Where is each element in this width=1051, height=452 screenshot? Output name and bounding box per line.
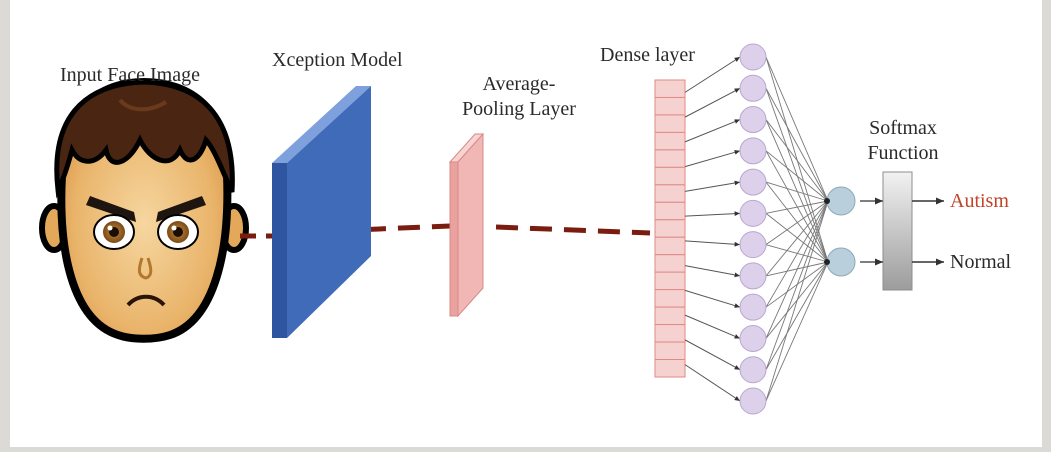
hidden-node (739, 43, 767, 71)
connection-line (765, 200, 829, 277)
connection-line (765, 213, 829, 263)
dense-to-hidden-connections (684, 56, 741, 402)
connection-line (684, 180, 741, 192)
connection-line (765, 56, 829, 202)
input-face-label: Input Face Image (60, 64, 200, 86)
output-label-normal: Normal (950, 251, 1012, 273)
output-node (826, 247, 856, 277)
dense-cell (654, 219, 686, 238)
dense-cell (654, 271, 686, 291)
hidden-node (739, 262, 767, 290)
connection-line (765, 261, 829, 402)
hidden-to-output-connections (765, 56, 829, 402)
dense-cell (654, 131, 686, 151)
softmax-block (860, 171, 944, 291)
pooling-block (448, 132, 485, 318)
hidden-node (739, 168, 767, 196)
connection-line (765, 181, 829, 202)
connection-line (684, 339, 741, 371)
connection-line (765, 150, 829, 263)
hidden-node-column (739, 43, 767, 415)
connection-line (765, 200, 829, 370)
output-label-autism: Autism (950, 190, 1009, 212)
face-icon (39, 77, 249, 343)
xception-block (272, 86, 371, 338)
connection-line (765, 200, 829, 308)
dense-cell (654, 149, 686, 168)
connection-line (684, 87, 741, 118)
hidden-node (739, 387, 767, 415)
output-node (826, 186, 856, 216)
connection-line (765, 200, 829, 214)
connection-line (765, 150, 829, 202)
connection-line (684, 314, 741, 339)
dense-cell (654, 341, 686, 361)
connection-line (765, 181, 829, 263)
dense-cell (654, 306, 686, 326)
xception-label: Xception Model (272, 49, 403, 71)
output-node-input-dot (824, 259, 830, 265)
dense-cell (654, 359, 686, 378)
dense-cell (654, 166, 686, 186)
output-node-column (824, 186, 856, 277)
connection-line (684, 240, 741, 247)
dense-cell (654, 289, 686, 308)
hidden-node (739, 324, 767, 352)
connection-line (684, 211, 741, 217)
connection-line (684, 265, 741, 278)
hidden-node (739, 137, 767, 165)
diagram-canvas: Input Face Image Xception Model Average-… (10, 0, 1042, 447)
hidden-node (739, 199, 767, 227)
dense-layer-block (654, 79, 686, 378)
dense-cell (654, 254, 686, 273)
connection-line (765, 200, 829, 402)
connection-line (684, 119, 741, 143)
connection-line (684, 289, 741, 308)
connection-line (765, 119, 829, 263)
hidden-node (739, 106, 767, 134)
connection-line (684, 364, 741, 402)
dense-cell (654, 201, 686, 221)
output-node-input-dot (824, 198, 830, 204)
connection-line (765, 119, 829, 202)
pooling-label-line1: Average- (482, 73, 556, 95)
hidden-node (739, 356, 767, 384)
connection-line (684, 56, 741, 93)
dense-cell (654, 96, 686, 116)
dense-label: Dense layer (600, 44, 695, 66)
dense-cell (654, 324, 686, 343)
connection-line (765, 200, 829, 246)
connection-line (765, 200, 829, 339)
softmax-label-line2: Function (867, 142, 939, 164)
hidden-node (739, 231, 767, 259)
hidden-node (739, 74, 767, 102)
cnn-architecture-diagram (39, 43, 944, 415)
dense-cell (654, 184, 686, 203)
connection-line (765, 88, 829, 202)
connection-line (765, 261, 829, 370)
dense-cell (654, 114, 686, 133)
softmax-label-line1: Softmax (869, 117, 937, 139)
dense-cell (654, 236, 686, 256)
pooling-label-line2: Pooling Layer (462, 98, 576, 120)
connection-line (684, 150, 741, 168)
hidden-node (739, 293, 767, 321)
dense-cell (654, 79, 686, 98)
connection-line (765, 88, 829, 263)
